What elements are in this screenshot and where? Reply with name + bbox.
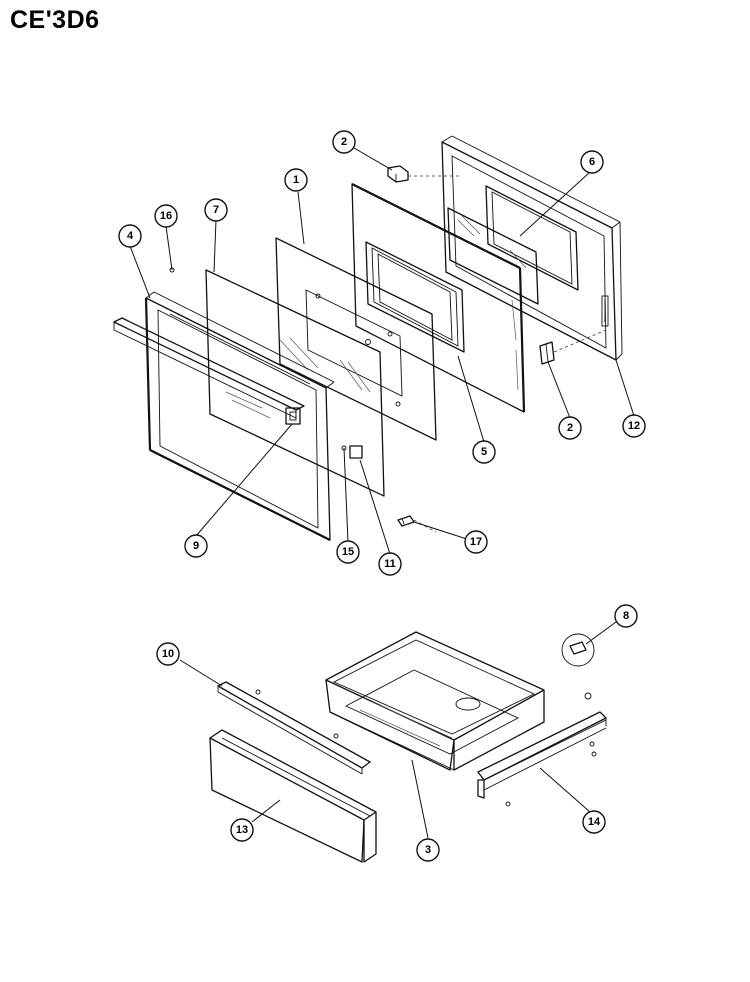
screw (505, 801, 511, 807)
svg-text:11: 11 (384, 558, 396, 570)
svg-text:6: 6 (589, 156, 595, 168)
callout-11: 11 (378, 552, 402, 576)
callout-4: 4 (118, 224, 142, 248)
callout-17: 17 (464, 530, 488, 554)
door-insulation-panel (275, 237, 437, 441)
door-handle (113, 317, 305, 425)
callout-2-lower: 2 (558, 416, 582, 440)
leader-lines (129, 147, 635, 839)
callout-12: 12 (622, 414, 646, 438)
callout-8: 8 (614, 604, 638, 628)
screw (591, 751, 597, 757)
callout-10: 10 (156, 642, 180, 666)
drawer-body (325, 631, 545, 771)
svg-text:12: 12 (628, 420, 640, 432)
svg-text:15: 15 (342, 546, 354, 558)
rating-label-plate (349, 445, 363, 459)
svg-text:1: 1 (293, 174, 299, 186)
diagram-title: CE'3D6 (10, 6, 100, 34)
callout-9: 9 (184, 534, 208, 558)
callout-5: 5 (472, 440, 496, 464)
callout-3: 3 (416, 838, 440, 862)
callout-2-upper: 2 (332, 130, 356, 154)
callout-1: 1 (284, 168, 308, 192)
callout-6: 6 (580, 150, 604, 174)
svg-text:13: 13 (236, 824, 248, 836)
callout-15: 15 (336, 540, 360, 564)
svg-text:2: 2 (567, 422, 573, 434)
hinge-bracket-upper (387, 165, 409, 183)
svg-text:7: 7 (213, 204, 219, 216)
drawer-slide-rail (477, 711, 607, 799)
svg-text:8: 8 (623, 610, 629, 622)
door-trim-frame (144, 291, 335, 541)
callout-7: 7 (204, 198, 228, 222)
drawer-front-panel (209, 729, 377, 863)
door-clip (397, 515, 415, 527)
callout-13: 13 (230, 818, 254, 842)
svg-text:16: 16 (160, 210, 172, 222)
svg-text:17: 17 (470, 536, 482, 548)
hinge-bracket-lower (539, 341, 555, 365)
svg-text:2: 2 (341, 136, 347, 148)
screw (255, 689, 261, 695)
callout-14: 14 (582, 810, 606, 834)
svg-text:10: 10 (162, 648, 174, 660)
svg-text:5: 5 (481, 446, 487, 458)
svg-text:14: 14 (588, 816, 601, 828)
svg-text:3: 3 (425, 844, 431, 856)
back-window-glass (447, 207, 539, 305)
svg-text:4: 4 (127, 230, 134, 242)
inner-door-liner (351, 183, 526, 413)
drawer-front-trim (217, 681, 371, 775)
front-door-glass (205, 269, 385, 497)
door-back-panel (441, 135, 623, 361)
screw (589, 741, 595, 747)
svg-text:9: 9 (193, 540, 199, 552)
callout-16: 16 (154, 204, 178, 228)
drawer-roller-detail (561, 633, 595, 700)
screw (333, 733, 339, 739)
